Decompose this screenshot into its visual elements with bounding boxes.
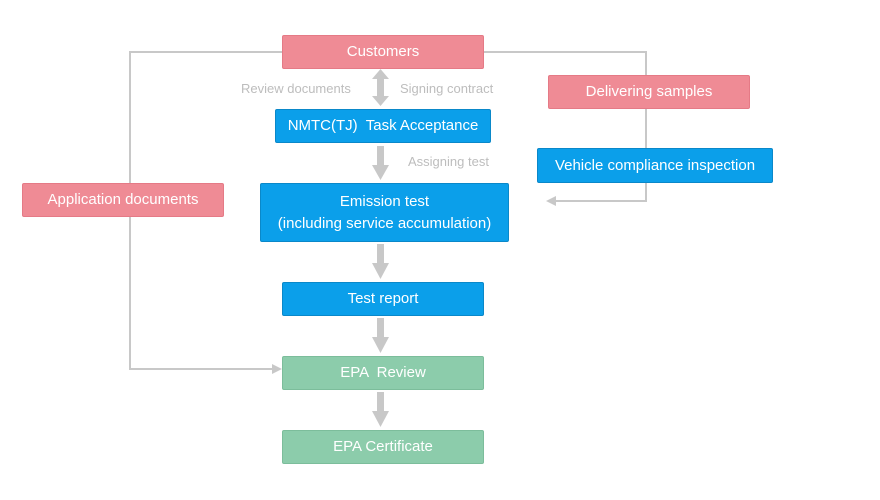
arrowhead-epa-review	[272, 364, 282, 374]
arrowhead-up-customers	[372, 69, 389, 79]
node-delivering-samples-label: Delivering samples	[585, 83, 713, 100]
node-epa-certificate: EPA Certificate	[282, 430, 484, 464]
arrowhead-down-emission	[372, 165, 389, 180]
node-epa-certificate-label: EPA Certificate	[333, 438, 433, 455]
connector-report-review-shaft	[377, 318, 384, 338]
label-signing-contract: Signing contract	[400, 81, 494, 96]
node-epa-review: EPA Review	[282, 356, 484, 390]
node-vehicle-compliance-inspection-label: Vehicle compliance inspection	[554, 156, 756, 174]
node-delivering-samples: Delivering samples	[548, 75, 750, 109]
node-test-report-label: Test report	[347, 290, 419, 307]
node-customers-label: Customers	[346, 43, 420, 60]
node-task-acceptance: NMTC(TJ) Task Acceptance	[275, 109, 491, 143]
label-assigning-test: Assigning test	[408, 154, 489, 169]
node-vehicle-compliance-inspection: Vehicle compliance inspection	[537, 148, 773, 183]
connector-emission-report-shaft	[377, 244, 384, 264]
connector-inspection-to-emission	[556, 182, 647, 202]
node-epa-review-label: EPA Review	[340, 364, 426, 381]
connector-customers-to-delivering	[483, 51, 647, 77]
node-emission-test-subtitle: (including service accumulation)	[277, 214, 492, 232]
connector-application-to-epa-review	[129, 216, 272, 370]
arrowhead-down-report	[372, 263, 389, 279]
node-customers: Customers	[282, 35, 484, 69]
connector-customers-to-application	[129, 51, 283, 185]
arrowhead-down-review	[372, 337, 389, 353]
node-test-report: Test report	[282, 282, 484, 316]
node-application-documents-label: Application documents	[47, 191, 199, 208]
arrowhead-down-task	[372, 96, 389, 106]
arrowhead-emission-test	[546, 196, 556, 206]
node-application-documents: Application documents	[22, 183, 224, 217]
node-emission-test: Emission test (including service accumul…	[260, 183, 509, 242]
arrowhead-down-certificate	[372, 411, 389, 427]
label-review-documents: Review documents	[241, 81, 351, 96]
connector-customers-task-shaft	[377, 77, 384, 97]
node-emission-test-title: Emission test	[339, 192, 430, 210]
connector-task-emission-shaft	[377, 146, 384, 166]
connector-review-certificate-shaft	[377, 392, 384, 412]
node-task-acceptance-label: NMTC(TJ) Task Acceptance	[287, 117, 479, 134]
